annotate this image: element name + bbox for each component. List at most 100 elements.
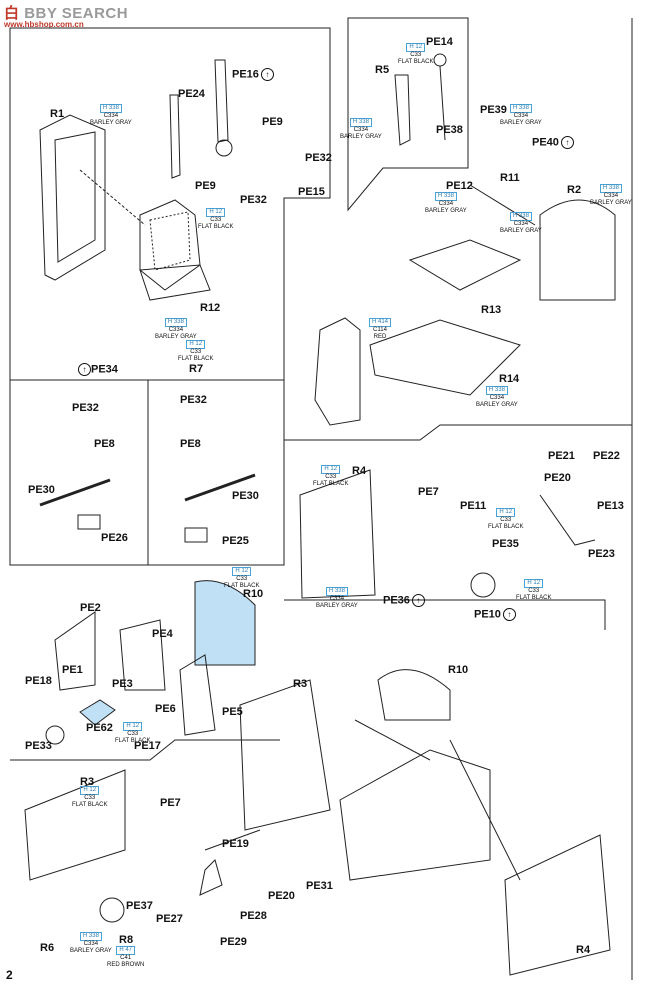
label-pe23: PE23 xyxy=(588,548,615,560)
part-pe30-left xyxy=(39,478,111,507)
part-pe19 xyxy=(199,859,223,896)
label-pe62: PE62 xyxy=(86,722,113,734)
part-r4-lower xyxy=(504,834,611,976)
label-r4: R4 xyxy=(352,465,367,477)
part-r14 xyxy=(369,319,521,396)
watermark: 白 BBY SEARCH xyxy=(4,5,129,22)
part-pe24-strap xyxy=(169,94,181,179)
part-r12-base xyxy=(139,264,211,301)
guide-line xyxy=(354,719,431,761)
ref-arrow-icon: ↑ xyxy=(560,136,574,149)
part-r13 xyxy=(408,239,522,291)
label-r8: R8 xyxy=(119,934,134,946)
guide-line xyxy=(204,829,261,851)
label-r3: R3 xyxy=(293,678,308,690)
part-r5 xyxy=(394,74,411,146)
page-number: 2 xyxy=(6,968,13,982)
panel-divider xyxy=(9,379,285,566)
part-pe6 xyxy=(179,654,216,736)
label-pe38: PE38 xyxy=(436,124,463,136)
label-pe15: PE15 xyxy=(298,186,325,198)
part-cockpit xyxy=(339,749,491,881)
label-pe5: PE5 xyxy=(222,706,243,718)
label-pe8: PE8 xyxy=(94,438,115,450)
part-r2 xyxy=(539,199,616,301)
label-pe16: PE16↑ xyxy=(232,68,274,81)
label-r10b: R10 xyxy=(448,664,469,676)
label-pe17: PE17 xyxy=(134,740,161,752)
ref-arrow-icon: ↑ xyxy=(502,608,516,621)
label-r1: R1 xyxy=(50,108,65,120)
part-r3-lower xyxy=(24,769,126,881)
label-pe14: PE14 xyxy=(426,36,453,48)
label-pe9b: PE9 xyxy=(195,180,216,192)
label-pe33: PE33 xyxy=(25,740,52,752)
label-r12: R12 xyxy=(200,302,221,314)
part-pe33 xyxy=(45,725,65,745)
label-pe34: ↑PE34 xyxy=(76,363,118,376)
label-pe32d: PE32 xyxy=(180,394,207,406)
part-pe62 xyxy=(79,699,116,726)
label-r13: R13 xyxy=(481,304,502,316)
part-pe16-strap xyxy=(214,59,229,143)
label-pe22: PE22 xyxy=(593,450,620,462)
label-pe9: PE9 xyxy=(262,116,283,128)
part-pe30-right xyxy=(184,473,256,502)
part-r10-right xyxy=(377,669,451,721)
panel-divider xyxy=(347,17,469,212)
label-pe32b: PE32 xyxy=(240,194,267,206)
label-r4b: R4 xyxy=(576,944,591,956)
panel-divider xyxy=(284,424,632,441)
label-pe29: PE29 xyxy=(220,936,247,948)
part-pe25 xyxy=(184,527,208,543)
label-r10: R10 xyxy=(243,588,264,600)
label-pe7b: PE7 xyxy=(160,797,181,809)
label-r6: R6 xyxy=(40,942,55,954)
part-pe1 xyxy=(54,611,96,691)
label-pe37: PE37 xyxy=(126,900,153,912)
label-pe40: PE40↑ xyxy=(532,136,574,149)
guide-line xyxy=(79,169,146,226)
label-pe8b: PE8 xyxy=(180,438,201,450)
label-r2: R2 xyxy=(567,184,582,196)
part-pe4 xyxy=(119,619,166,691)
guide-line xyxy=(469,184,536,226)
part-r1-inner xyxy=(54,131,96,263)
part-r12 xyxy=(139,199,201,291)
label-pe20b: PE20 xyxy=(268,890,295,902)
label-pe6: PE6 xyxy=(155,703,176,715)
part-r12-mesh xyxy=(149,211,191,271)
label-pe11: PE11 xyxy=(460,500,487,512)
label-pe19: PE19 xyxy=(222,838,249,850)
label-pe39: PE39 xyxy=(480,104,507,116)
label-r3b: R3 xyxy=(80,776,95,788)
label-pe36: PE36↑ xyxy=(383,594,425,607)
label-pe3: PE3 xyxy=(112,678,133,690)
label-pe12: PE12 xyxy=(446,180,473,192)
part-pe23 xyxy=(539,494,596,546)
label-pe13: PE13 xyxy=(597,500,624,512)
part-r4 xyxy=(299,469,376,599)
label-pe27: PE27 xyxy=(156,913,183,925)
label-pe2: PE2 xyxy=(80,602,101,614)
